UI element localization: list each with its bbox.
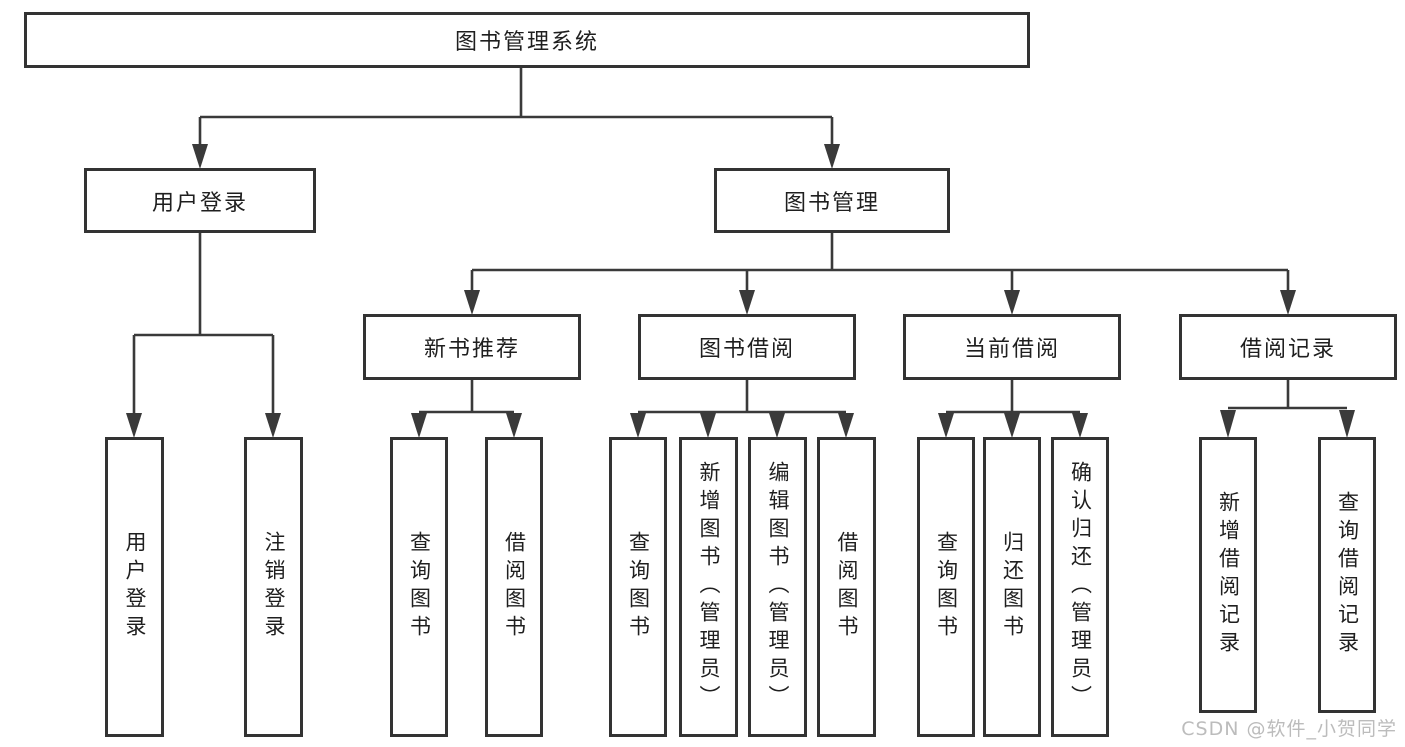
node-leaf-borrow-books-label: 借阅图书 <box>835 531 859 643</box>
node-leaf-query-books-borrow: 查询图书 <box>609 437 667 737</box>
node-leaf-borrow-books-recommend-label: 借阅图书 <box>502 531 527 643</box>
node-leaf-add-book-admin-label: 新增图书（管理员） <box>697 461 721 713</box>
node-leaf-query-books-recommend-label: 查询图书 <box>407 531 432 643</box>
node-leaf-confirm-return-admin-label: 确认归还（管理员） <box>1068 461 1093 713</box>
node-user-login-label: 用户登录 <box>151 190 248 216</box>
node-leaf-logout: 注销登录 <box>244 437 303 737</box>
node-borrow-records-label: 借阅记录 <box>1239 337 1336 362</box>
node-root-label: 图书管理系统 <box>454 30 599 55</box>
node-leaf-query-borrow-record-label: 查询借阅记录 <box>1335 491 1360 659</box>
node-leaf-query-books-current: 查询图书 <box>917 437 975 737</box>
connector-book-borrow <box>630 380 854 438</box>
node-current-borrow: 当前借阅 <box>903 314 1121 380</box>
node-book-borrow-label: 图书借阅 <box>698 337 795 362</box>
node-leaf-logout-label: 注销登录 <box>262 531 286 643</box>
node-leaf-borrow-books-recommend: 借阅图书 <box>485 437 543 737</box>
node-current-borrow-label: 当前借阅 <box>963 337 1060 362</box>
node-leaf-add-book-admin: 新增图书（管理员） <box>679 437 738 737</box>
node-leaf-edit-book-admin: 编辑图书（管理员） <box>748 437 807 737</box>
node-leaf-borrow-books: 借阅图书 <box>817 437 876 737</box>
connector-current-borrow <box>938 380 1088 438</box>
node-user-login: 用户登录 <box>84 168 316 233</box>
connector-book-management <box>464 233 1296 315</box>
connector-root <box>192 68 840 169</box>
node-leaf-user-login: 用户登录 <box>105 437 164 737</box>
node-leaf-add-borrow-record-label: 新增借阅记录 <box>1216 491 1241 659</box>
node-leaf-query-books-current-label: 查询图书 <box>934 531 959 643</box>
node-leaf-edit-book-admin-label: 编辑图书（管理员） <box>766 461 790 713</box>
node-leaf-return-book: 归还图书 <box>983 437 1041 737</box>
watermark: CSDN @软件_小贺同学 <box>1181 718 1397 740</box>
node-new-book-recommend: 新书推荐 <box>363 314 581 380</box>
node-borrow-records: 借阅记录 <box>1179 314 1397 380</box>
node-book-borrow: 图书借阅 <box>638 314 856 380</box>
node-leaf-user-login-label: 用户登录 <box>123 531 147 643</box>
node-leaf-query-borrow-record: 查询借阅记录 <box>1318 437 1376 713</box>
node-leaf-confirm-return-admin: 确认归还（管理员） <box>1051 437 1109 737</box>
connector-user-login <box>126 233 281 438</box>
node-leaf-query-books-recommend: 查询图书 <box>390 437 448 737</box>
node-new-book-recommend-label: 新书推荐 <box>423 337 520 362</box>
node-leaf-return-book-label: 归还图书 <box>1000 531 1025 643</box>
node-root: 图书管理系统 <box>24 12 1030 68</box>
node-leaf-add-borrow-record: 新增借阅记录 <box>1199 437 1257 713</box>
node-leaf-query-books-borrow-label: 查询图书 <box>626 531 651 643</box>
connector-borrow-records <box>1220 380 1355 438</box>
node-book-management: 图书管理 <box>714 168 950 233</box>
connector-new-book-recommend <box>411 380 522 438</box>
node-book-management-label: 图书管理 <box>783 190 880 216</box>
